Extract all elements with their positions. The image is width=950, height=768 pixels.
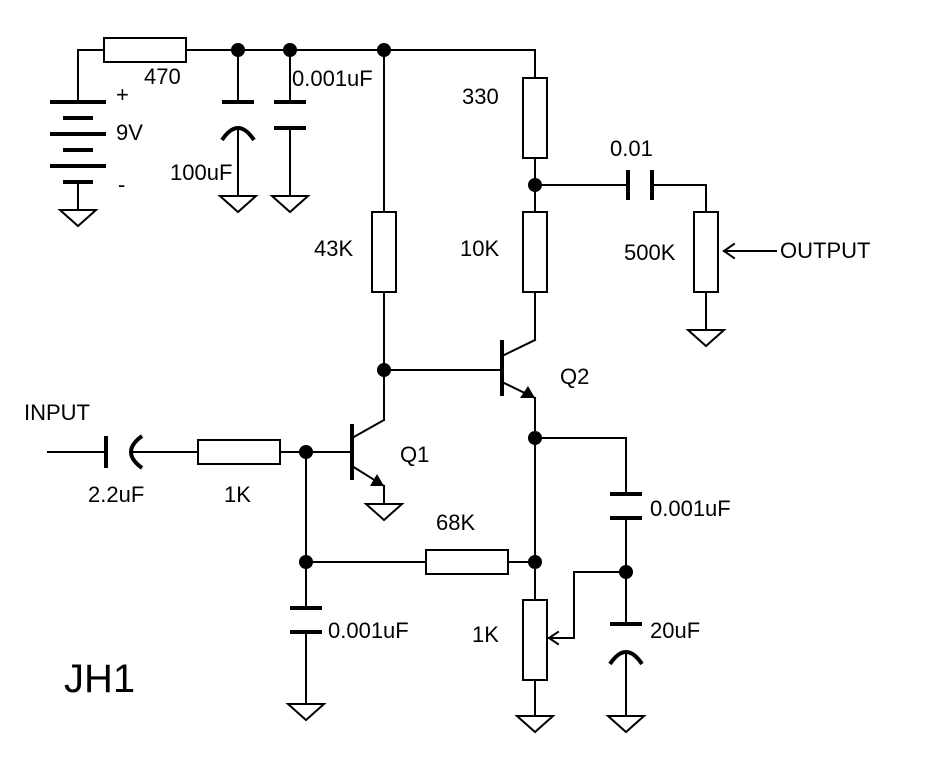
- label-pot500k: 500K: [624, 240, 676, 265]
- resistor-1k-input: [197, 439, 281, 465]
- capacitor-0001uf-input: [285, 606, 327, 722]
- label-pot1k: 1K: [472, 622, 499, 647]
- junctions: [231, 43, 633, 579]
- resistor-330: [522, 77, 548, 159]
- label-c001: 0.01: [610, 136, 653, 161]
- potentiometer-500k: [685, 211, 777, 348]
- label-battery: 9V: [116, 120, 143, 145]
- label-c22u: 2.2uF: [88, 482, 144, 507]
- label-r10k: 10K: [460, 236, 499, 261]
- label-q2: Q2: [560, 364, 589, 389]
- label-q1: Q1: [400, 442, 429, 467]
- label-c100u: 100uF: [170, 160, 232, 185]
- battery-9v: [50, 100, 106, 228]
- capacitor-0001uf-emitter: [610, 492, 642, 623]
- label-r1k: 1K: [224, 482, 251, 507]
- label-minus: -: [118, 172, 125, 197]
- label-r470: 470: [144, 64, 181, 89]
- capacitor-20uf: [605, 622, 647, 734]
- capacitor-0001uf-supply: [269, 49, 311, 214]
- label-r43k: 43K: [314, 236, 353, 261]
- label-r68k: 68K: [436, 510, 475, 535]
- label-output: OUTPUT: [780, 238, 870, 263]
- resistor-470: [103, 37, 187, 63]
- capacitor-100uf: [217, 49, 259, 214]
- resistor-68k: [425, 549, 509, 575]
- resistor-43k: [371, 211, 397, 293]
- label-c001a: 0.001uF: [292, 66, 373, 91]
- schematic-title: JH1: [64, 657, 135, 701]
- transistor-q2: [383, 338, 537, 400]
- label-c001b: 0.001uF: [650, 496, 731, 521]
- resistor-10k: [522, 211, 548, 293]
- label-c20u: 20uF: [650, 618, 700, 643]
- label-input: INPUT: [24, 400, 90, 425]
- capacitor-001-output: [534, 170, 707, 213]
- label-c001c: 0.001uF: [328, 618, 409, 643]
- potentiometer-1k: [514, 564, 627, 734]
- label-r330: 330: [462, 84, 499, 109]
- label-plus: +: [116, 82, 129, 107]
- input-coupling: [47, 434, 199, 470]
- transistor-q1: [305, 418, 405, 522]
